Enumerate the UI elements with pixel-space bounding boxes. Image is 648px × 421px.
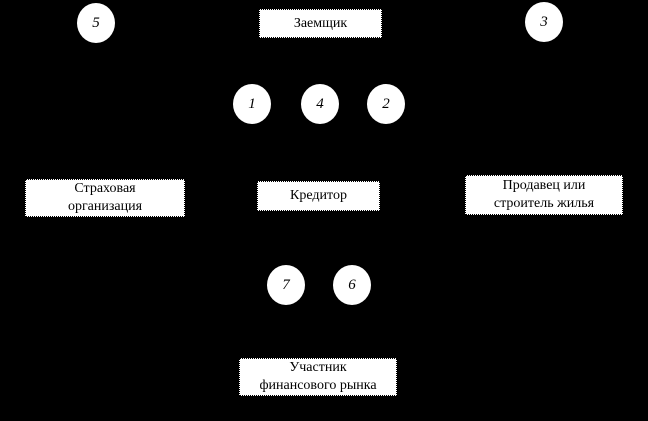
step-circle-5-number: 5 <box>92 14 100 31</box>
step-circle-4-number: 4 <box>316 95 324 112</box>
borrower-label: Заемщик <box>293 15 348 31</box>
borrower-box: Заемщик <box>259 9 382 38</box>
step-circle-2: 2 <box>367 84 405 124</box>
step-circle-6-number: 6 <box>348 276 356 293</box>
seller-label-line1: Продавец или <box>502 178 586 193</box>
market-label-line2: финансового рынка <box>259 378 377 393</box>
step-circle-5: 5 <box>77 3 115 43</box>
market-label-line1: Участник <box>289 360 347 375</box>
creditor-box: Кредитор <box>257 181 380 211</box>
step-circle-1-number: 1 <box>248 95 256 112</box>
step-circle-1: 1 <box>233 84 271 124</box>
insurance-label-line1: Страховая <box>74 181 136 196</box>
housing-seller-builder-box: Продавец или строитель жилья <box>465 175 623 215</box>
step-circle-6: 6 <box>333 265 371 305</box>
seller-label-line2: строитель жилья <box>493 196 595 211</box>
step-circle-3-number: 3 <box>540 13 548 30</box>
step-circle-4: 4 <box>301 84 339 124</box>
insurance-organization-box: Страховая организация <box>25 179 185 217</box>
step-circle-2-number: 2 <box>382 95 390 112</box>
insurance-label-line2: организация <box>67 199 143 214</box>
step-circle-3: 3 <box>525 2 563 42</box>
step-circle-7-number: 7 <box>282 276 290 293</box>
financial-market-participant-box: Участник финансового рынка <box>239 358 397 396</box>
step-circle-7: 7 <box>267 265 305 305</box>
creditor-label: Кредитор <box>290 188 347 203</box>
